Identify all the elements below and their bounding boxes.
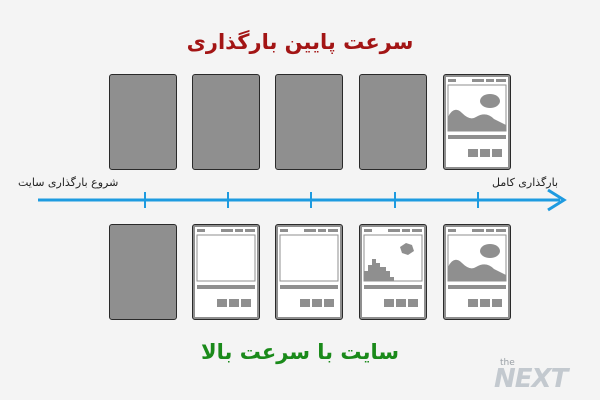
timeline-start-label: شروع بارگذاری سایت [18, 176, 119, 189]
logo-big-text: NEXT [494, 364, 568, 394]
fast-frame-3-boxes [275, 224, 343, 320]
timeline-arrow [38, 188, 567, 212]
timeline-end-label: بارگذاری کامل [492, 176, 559, 189]
thenext-logo: the NEXT [494, 358, 594, 394]
logo-small-text: the [500, 358, 515, 368]
slow-frame-2 [192, 74, 260, 170]
fast-frame-1 [109, 224, 177, 320]
fast-frame-4-partial-image [359, 224, 427, 320]
slow-frame-3 [275, 74, 343, 170]
fast-frame-2-text [192, 224, 260, 320]
fast-loading-row [0, 224, 600, 324]
fast-site-title: سایت با سرعت بالا [200, 340, 400, 364]
slow-frame-5-loaded-page [443, 74, 511, 170]
slow-frame-1 [109, 74, 177, 170]
slow-frame-4 [359, 74, 427, 170]
fast-frame-5-loaded-page [443, 224, 511, 320]
slow-loading-row [0, 74, 600, 174]
slow-loading-title: سرعت پایین بارگذاری [186, 30, 414, 54]
